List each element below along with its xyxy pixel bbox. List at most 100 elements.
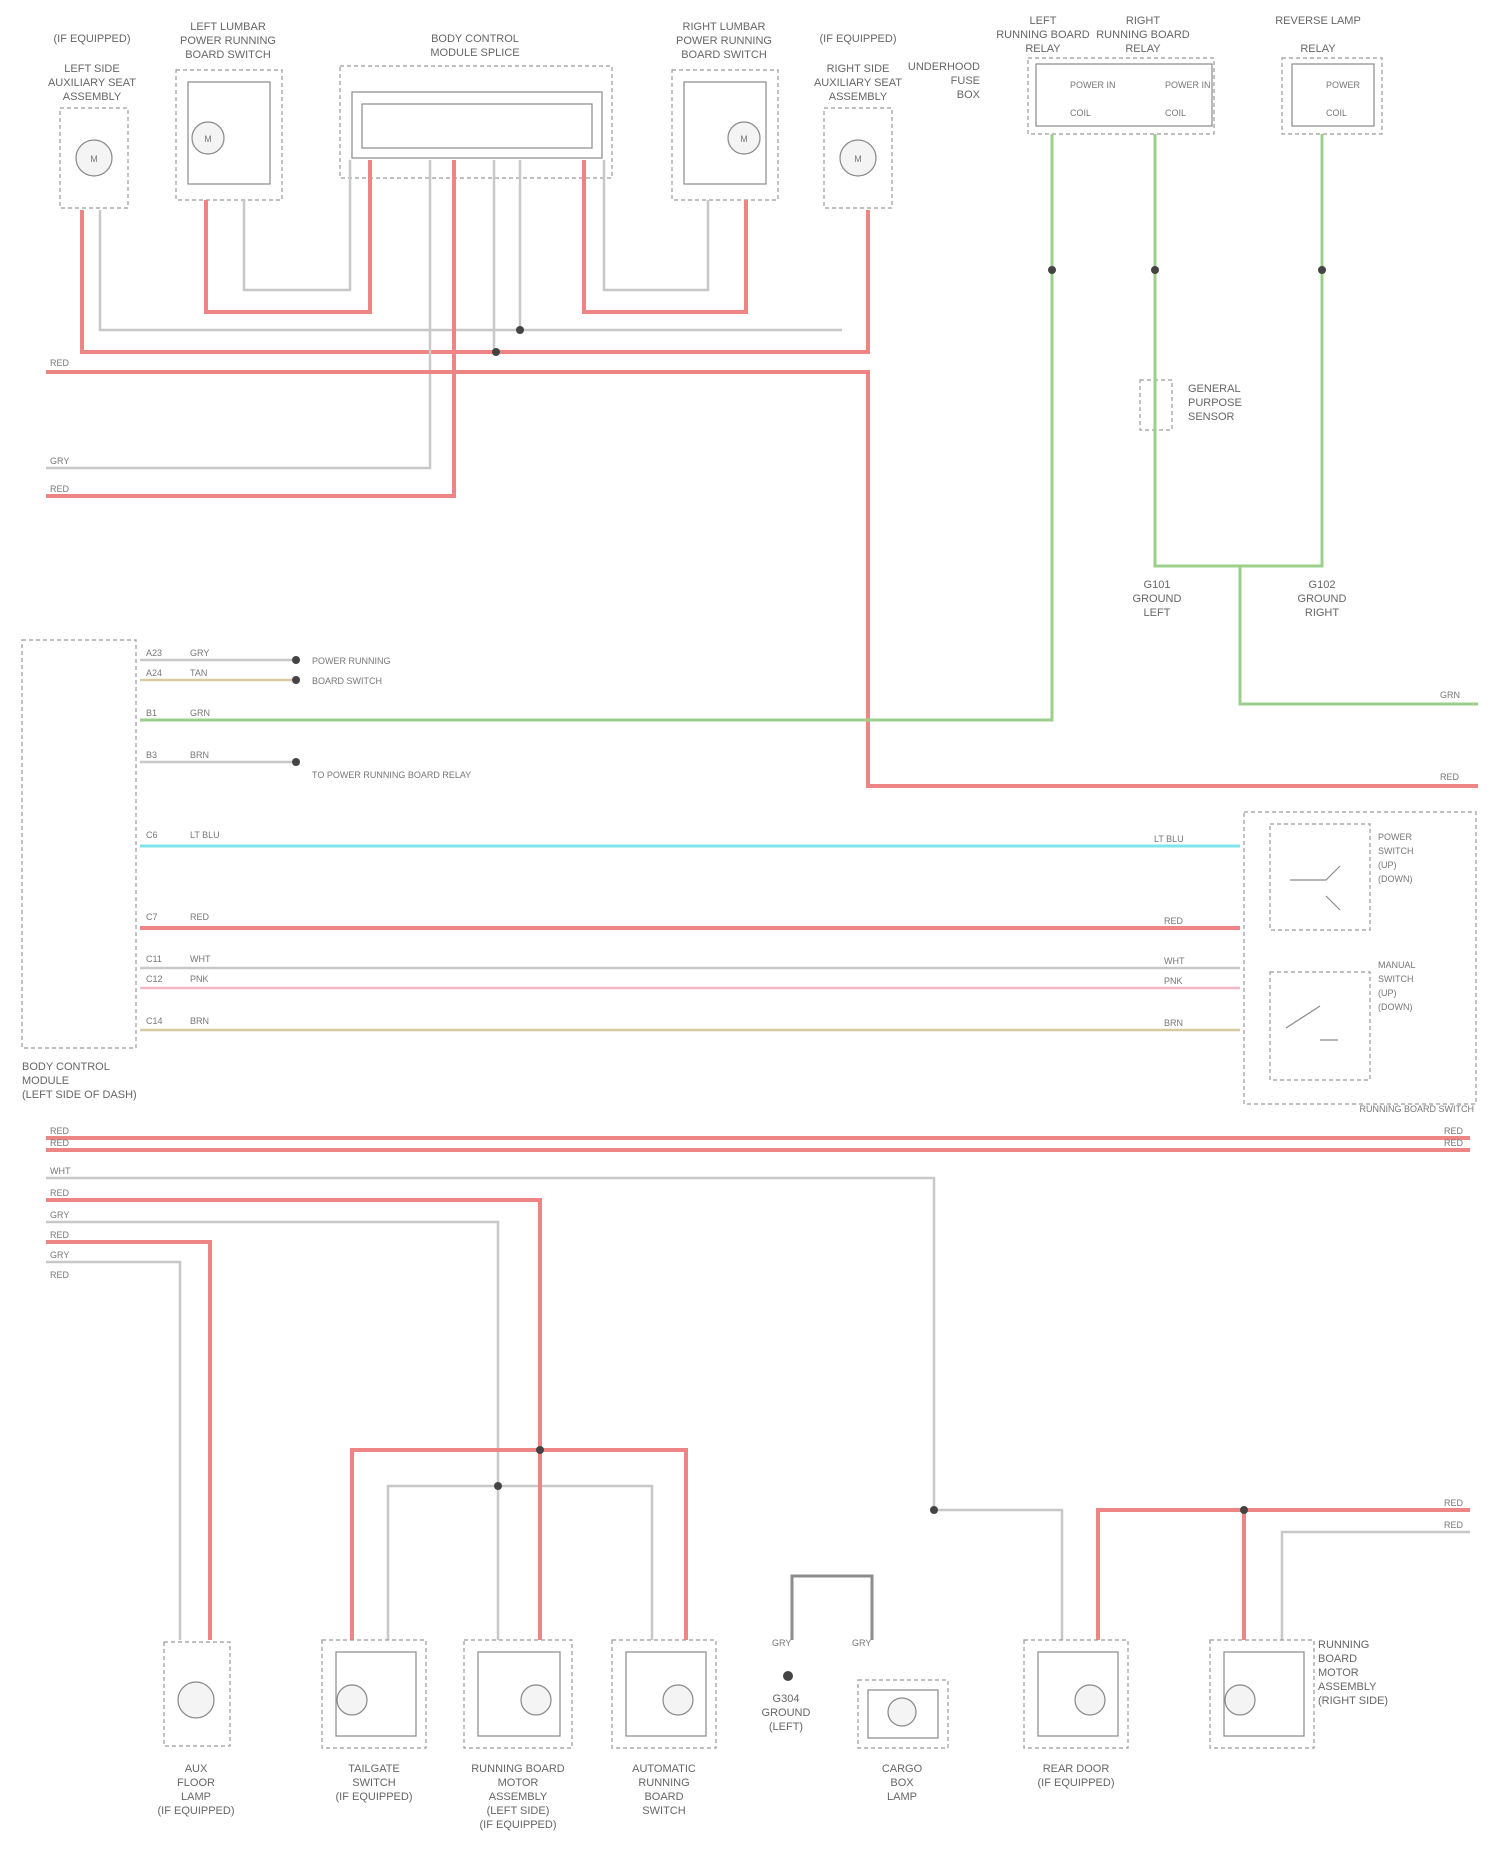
label-left-lumbar: LEFT LUMBAR POWER RUNNING BOARD SWITCH (180, 21, 276, 61)
svg-text:COIL: COIL (1070, 108, 1091, 118)
svg-text:LT BLU: LT BLU (190, 830, 220, 840)
svg-text:GRY: GRY (50, 1250, 69, 1260)
svg-text:BOARD: BOARD (644, 1791, 683, 1803)
svg-text:BOX: BOX (957, 89, 981, 101)
svg-text:RED: RED (1444, 1138, 1464, 1148)
svg-text:C6: C6 (146, 830, 158, 840)
svg-text:(DOWN): (DOWN) (1378, 874, 1413, 884)
svg-text:(RIGHT SIDE): (RIGHT SIDE) (1318, 1695, 1388, 1707)
svg-text:C12: C12 (146, 974, 163, 984)
svg-text:A23: A23 (146, 648, 162, 658)
svg-text:MANUAL: MANUAL (1378, 960, 1416, 970)
svg-text:GRN: GRN (190, 708, 210, 718)
svg-text:COIL: COIL (1165, 108, 1186, 118)
svg-text:ASSEMBLY: ASSEMBLY (63, 91, 122, 103)
svg-text:BRN: BRN (1164, 1018, 1183, 1028)
svg-text:RED: RED (50, 1230, 70, 1240)
svg-text:WHT: WHT (190, 954, 211, 964)
svg-text:(UP): (UP) (1378, 860, 1397, 870)
svg-text:ASSEMBLY: ASSEMBLY (489, 1791, 548, 1803)
svg-text:RED: RED (1444, 1520, 1464, 1530)
svg-text:POWER: POWER (1326, 80, 1361, 90)
svg-text:BOARD SWITCH: BOARD SWITCH (185, 49, 271, 61)
svg-text:(UP): (UP) (1378, 988, 1397, 998)
svg-text:GROUND: GROUND (1298, 593, 1347, 605)
svg-text:C7: C7 (146, 912, 158, 922)
svg-text:POWER IN: POWER IN (1070, 80, 1116, 90)
right-lumbar-switch: M (672, 70, 778, 200)
svg-text:RED: RED (50, 1270, 70, 1280)
svg-text:RED: RED (50, 358, 70, 368)
label-right-relay: RIGHT RUNNING BOARD RELAY (1096, 15, 1190, 55)
svg-text:M: M (740, 134, 748, 144)
svg-text:LEFT: LEFT (1144, 607, 1171, 619)
svg-text:BOX: BOX (890, 1777, 914, 1789)
switch-icon (663, 1685, 693, 1715)
svg-text:GRY: GRY (772, 1638, 791, 1648)
svg-text:BOARD SWITCH: BOARD SWITCH (312, 676, 382, 686)
svg-text:SENSOR: SENSOR (1188, 411, 1235, 423)
svg-text:RUNNING: RUNNING (638, 1777, 689, 1789)
svg-text:RED: RED (1164, 916, 1184, 926)
wire-tags-mid-right: LT BLU RED WHT PNK BRN (1154, 834, 1185, 1028)
svg-text:(IF EQUIPPED): (IF EQUIPPED) (479, 1819, 556, 1831)
svg-text:AUXILIARY SEAT: AUXILIARY SEAT (814, 77, 902, 89)
label-reverse-relay: REVERSE LAMP RELAY (1275, 15, 1361, 55)
svg-text:(LEFT): (LEFT) (769, 1721, 803, 1733)
body-control-module: BODY CONTROL MODULE (LEFT SIDE OF DASH) (22, 640, 137, 1101)
svg-text:TAILGATE: TAILGATE (348, 1763, 400, 1775)
svg-text:FLOOR: FLOOR (177, 1777, 215, 1789)
wire-tags-bus-left: RED RED WHT RED GRY RED GRY RED RED RED … (50, 1126, 1464, 1648)
svg-text:PURPOSE: PURPOSE (1188, 397, 1242, 409)
svg-text:M: M (204, 134, 212, 144)
ground-icon (783, 1671, 793, 1681)
svg-text:BODY CONTROL: BODY CONTROL (22, 1061, 110, 1073)
svg-text:(LEFT SIDE OF DASH): (LEFT SIDE OF DASH) (22, 1089, 137, 1101)
svg-text:BODY CONTROL: BODY CONTROL (431, 33, 519, 45)
svg-text:GRY: GRY (852, 1638, 871, 1648)
svg-text:RED: RED (1440, 772, 1460, 782)
bottom-components (164, 1640, 1314, 1748)
top-wiring (46, 134, 1478, 786)
svg-text:RELAY: RELAY (1125, 43, 1161, 55)
svg-text:GROUND: GROUND (762, 1707, 811, 1719)
svg-text:(LEFT SIDE): (LEFT SIDE) (487, 1805, 550, 1817)
svg-text:GENERAL: GENERAL (1188, 383, 1241, 395)
svg-text:AUTOMATIC: AUTOMATIC (632, 1763, 696, 1775)
svg-text:RELAY: RELAY (1025, 43, 1061, 55)
svg-text:MOTOR: MOTOR (1318, 1667, 1359, 1679)
svg-text:POWER: POWER (1378, 832, 1413, 842)
svg-text:POWER RUNNING: POWER RUNNING (312, 656, 391, 666)
svg-text:LEFT SIDE: LEFT SIDE (64, 63, 119, 75)
svg-text:SWITCH: SWITCH (1378, 974, 1414, 984)
svg-text:(DOWN): (DOWN) (1378, 1002, 1413, 1012)
svg-text:A24: A24 (146, 668, 162, 678)
svg-text:B3: B3 (146, 750, 157, 760)
svg-text:SWITCH: SWITCH (1378, 846, 1414, 856)
svg-text:MOTOR: MOTOR (498, 1777, 539, 1789)
svg-text:RED: RED (1444, 1126, 1464, 1136)
svg-text:LAMP: LAMP (181, 1791, 211, 1803)
svg-text:CARGO: CARGO (882, 1763, 923, 1775)
svg-text:(IF EQUIPPED): (IF EQUIPPED) (819, 33, 896, 45)
svg-text:RED: RED (190, 912, 210, 922)
svg-text:POWER RUNNING: POWER RUNNING (676, 35, 772, 47)
switch-icon (1075, 1685, 1105, 1715)
svg-text:M: M (90, 154, 98, 164)
svg-text:BOARD: BOARD (1318, 1653, 1357, 1665)
svg-text:RIGHT: RIGHT (1305, 607, 1340, 619)
lamp-icon (888, 1698, 916, 1726)
svg-text:PNK: PNK (190, 974, 209, 984)
svg-text:MODULE SPLICE: MODULE SPLICE (430, 47, 519, 59)
svg-text:BRN: BRN (190, 1016, 209, 1026)
lower-bus (46, 1138, 1470, 1640)
svg-text:RIGHT: RIGHT (1126, 15, 1161, 27)
svg-text:B1: B1 (146, 708, 157, 718)
svg-text:COIL: COIL (1326, 108, 1347, 118)
svg-text:RED: RED (50, 1126, 70, 1136)
reverse-lamp-relay: POWER COIL (1282, 58, 1382, 134)
left-lumbar-switch: M (176, 70, 282, 200)
motor-icon (521, 1685, 551, 1715)
svg-text:LEFT LUMBAR: LEFT LUMBAR (190, 21, 266, 33)
svg-text:TAN: TAN (190, 668, 207, 678)
